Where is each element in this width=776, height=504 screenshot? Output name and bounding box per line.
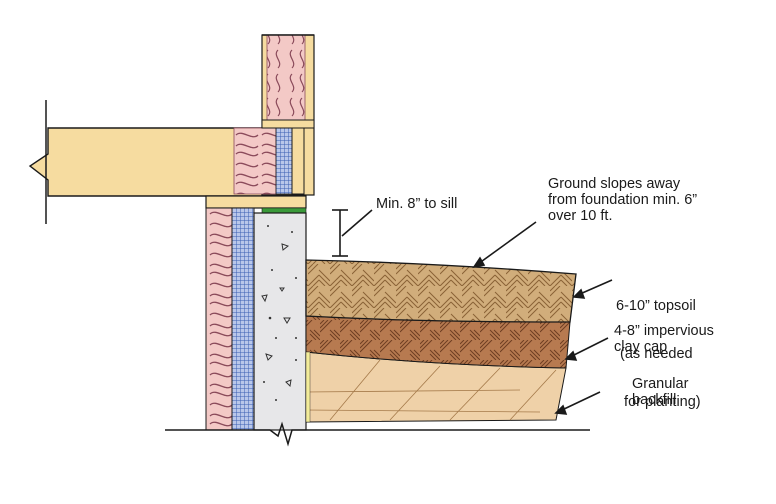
concrete-foundation-wall: [253, 212, 307, 431]
backfill-arrow: [561, 391, 601, 411]
topsoil-line-3: for planting): [616, 394, 701, 410]
ground-slope-label: Ground slopes away from foundation min. …: [548, 176, 697, 224]
drainage-strip: [305, 351, 311, 423]
clay-cap-arrow: [571, 337, 609, 357]
sill-height-label: Min. 8” to sill: [376, 196, 458, 212]
topsoil-line-2: (as needed: [616, 346, 693, 362]
grade-line: [165, 421, 590, 447]
sill-height-dimension: [332, 209, 373, 257]
topsoil-layer: [305, 259, 577, 323]
clay-cap-line-1: 4-8” impervious: [614, 323, 714, 339]
ground-slope-line-2: from foundation min. 6”: [548, 192, 698, 208]
sill-plate: [205, 195, 307, 214]
leader-arrows: [472, 221, 613, 415]
topsoil-label: 6-10” topsoil (as needed for planting): [616, 266, 701, 426]
ground-slope-line-3: over 10 ft.: [548, 208, 613, 224]
interior-insulation: [205, 207, 233, 431]
backfill-line-1: Granular: [632, 376, 689, 392]
clay-cap-line-2: clay cap: [614, 339, 668, 355]
rigid-foam-board: [231, 207, 255, 431]
rim-joist-insulation: [233, 119, 315, 195]
topsoil-arrow: [579, 279, 613, 295]
backfill-label: Granular backfill: [632, 376, 688, 408]
backfill-line-2: backfill: [632, 392, 677, 408]
ground-slope-arrow: [477, 221, 537, 265]
floor-joist: [28, 100, 263, 224]
topsoil-line-1: 6-10” topsoil: [616, 298, 696, 314]
clay-cap-label: 4-8” impervious clay cap: [614, 323, 714, 355]
ground-slope-line-1: Ground slopes away: [548, 176, 681, 192]
